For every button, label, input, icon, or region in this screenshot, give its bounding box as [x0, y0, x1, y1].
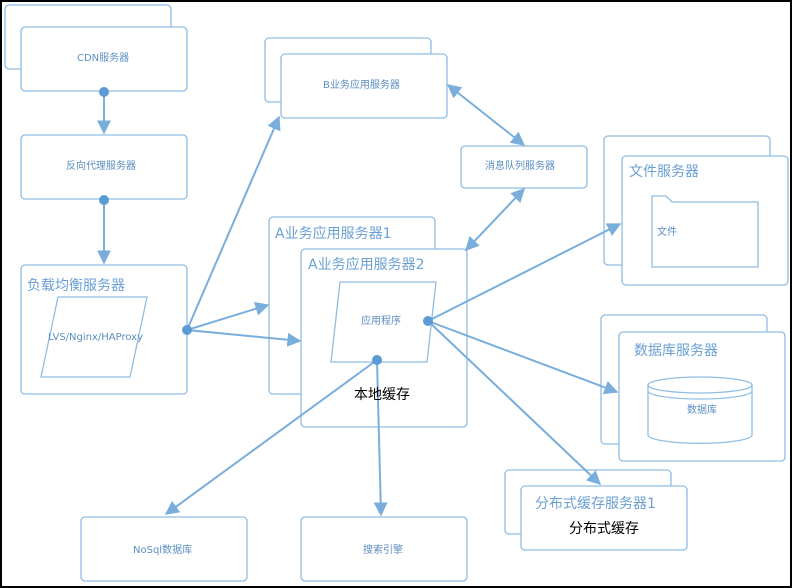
message-queue-label: 消息队列服务器 — [485, 161, 555, 172]
port-dot — [372, 355, 382, 365]
search-node — [300, 516, 468, 582]
edge-app-search — [373, 359, 388, 517]
port-dot — [423, 316, 433, 326]
edge-app-file — [427, 223, 622, 322]
local-cache-label: 本地缓存 — [354, 387, 410, 403]
edge-appb-mq — [446, 84, 526, 146]
db-label: 数据库 — [687, 405, 717, 416]
edge-lb-appb — [186, 115, 281, 331]
app-program-label: 应用程序 — [361, 316, 401, 327]
edge-app-nosql — [164, 359, 378, 515]
port-dot — [99, 195, 109, 205]
file-server-label: 文件服务器 — [629, 164, 699, 180]
app-b-label: B业务应用服务器 — [323, 80, 400, 91]
dist-cache-node — [520, 485, 688, 551]
nosql-node — [80, 516, 248, 582]
edge-lb-appa2 — [186, 329, 302, 347]
edge-mq-appa2 — [465, 187, 525, 252]
edge-lb-appa1 — [186, 302, 270, 331]
database-icon — [647, 385, 753, 444]
folder-icon — [651, 195, 759, 268]
dist-cache-server-label: 分布式缓存服务器1 — [535, 496, 656, 512]
reverse-proxy-label: 反向代理服务器 — [66, 161, 136, 172]
edge-app-cache — [427, 320, 602, 485]
port-dot — [182, 325, 192, 335]
app-a2-label: A业务应用服务器2 — [308, 257, 425, 273]
lvs-parallelogram — [40, 296, 148, 378]
search-label: 搜索引擎 — [363, 545, 403, 556]
edge-app-db — [427, 320, 619, 395]
dist-cache-label: 分布式缓存 — [569, 521, 639, 537]
cdn-label: CDN服务器 — [77, 53, 130, 64]
load-balancer-label: 负载均衡服务器 — [27, 278, 125, 294]
lvs-label: LVS/Nginx/HAProxy — [48, 332, 144, 343]
nosql-label: NoSql数据库 — [133, 545, 193, 556]
database-icon-top — [647, 376, 753, 394]
file-label: 文件 — [657, 227, 677, 238]
app-a1-label: A业务应用服务器1 — [275, 226, 392, 242]
port-dot — [99, 87, 109, 97]
app-program-parallelogram — [330, 281, 437, 363]
db-server-label: 数据库服务器 — [634, 343, 718, 359]
